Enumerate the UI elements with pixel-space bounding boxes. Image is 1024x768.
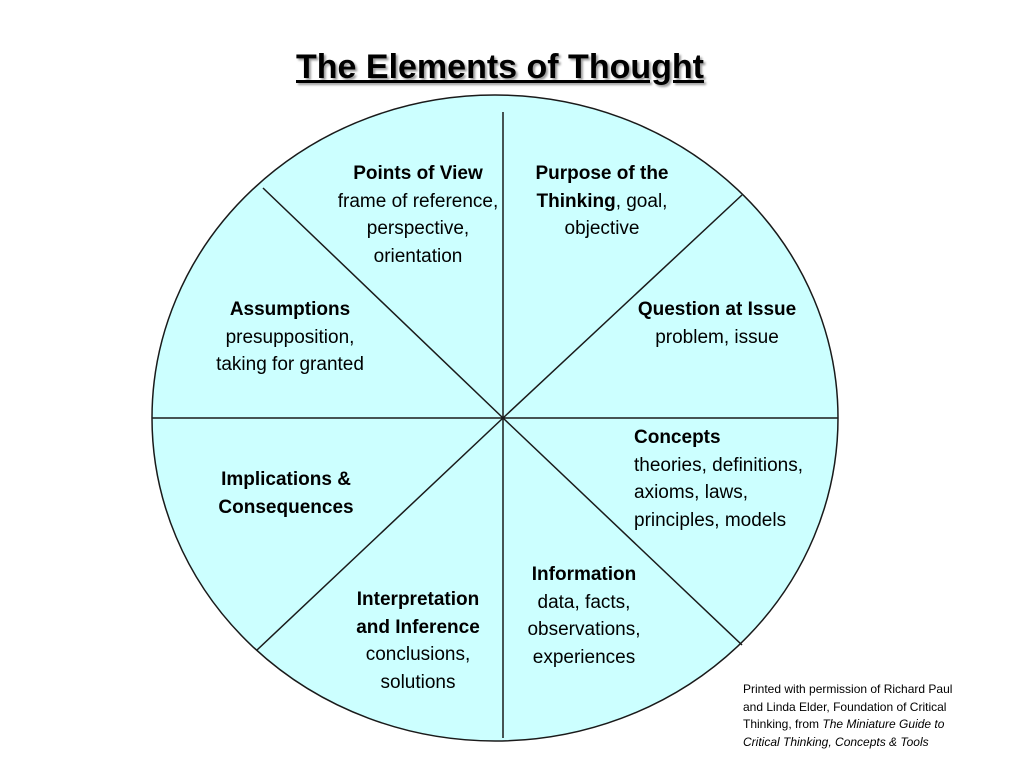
- segment-implications-heading-2: Consequences: [218, 496, 354, 518]
- divider-diagonal-upper-right: [502, 194, 743, 419]
- segment-purpose-heading-2: Thinking: [536, 190, 616, 212]
- credit-line-4-italic: Critical Thinking, Concepts & Tools: [743, 734, 929, 749]
- credit-line-3-text: Thinking, from: [743, 717, 823, 731]
- segment-question-line-1: problem, issue: [655, 326, 779, 348]
- segment-interpretation-heading: Interpretation: [356, 589, 480, 610]
- credit-line-1: Printed with permission of Richard Paul: [743, 682, 953, 696]
- segment-concepts-line-1: theories, definitions,: [634, 454, 803, 476]
- divider-diagonal-upper-left: [262, 187, 504, 419]
- segment-purpose-heading: Purpose of the: [535, 163, 669, 184]
- segment-implications-heading: Implications &: [221, 469, 351, 490]
- segment-purpose-line-2: Thinking, goal,: [512, 188, 692, 216]
- segment-assumptions-heading: Assumptions: [229, 299, 351, 320]
- segment-concepts-line-3: principles, models: [634, 509, 787, 531]
- segment-question-at-issue: Question at Issue problem, issue: [617, 296, 817, 351]
- segment-question-heading: Question at Issue: [637, 299, 797, 320]
- segment-assumptions-line-1: presupposition,: [225, 326, 355, 348]
- segment-points-of-view: Points of View frame of reference, persp…: [318, 160, 518, 270]
- segment-information-line-2: observations,: [527, 619, 641, 640]
- segment-implications: Implications & Consequences: [186, 466, 386, 521]
- permission-credit: Printed with permission of Richard Paul …: [743, 681, 1013, 751]
- segment-interpretation: Interpretation and Inference conclusions…: [318, 586, 518, 696]
- segment-interpretation-line-2: solutions: [380, 671, 456, 693]
- segment-purpose: Purpose of the Thinking, goal, objective: [512, 160, 692, 243]
- segment-points-of-view-line-1: frame of reference,: [337, 190, 499, 212]
- segment-purpose-line-3: objective: [564, 218, 640, 239]
- credit-line-4: Critical Thinking, Concepts & Tools: [743, 734, 1013, 752]
- segment-information-heading: Information: [531, 564, 637, 585]
- segment-information: Information data, facts, observations, e…: [494, 561, 674, 671]
- segment-points-of-view-line-2: perspective,: [366, 218, 470, 239]
- credit-line-2: and Linda Elder, Foundation of Critical: [743, 699, 947, 714]
- segment-purpose-line-2-rest: , goal,: [615, 190, 668, 212]
- segment-concepts-line-2: axioms, laws,: [634, 482, 749, 503]
- credit-line-3-italic: The Miniature Guide to: [822, 717, 945, 731]
- segment-concepts: Concepts theories, definitions, axioms, …: [634, 424, 834, 534]
- segment-concepts-heading: Concepts: [634, 427, 721, 448]
- divider-diagonal-lower-left: [256, 417, 504, 651]
- segment-assumptions: Assumptions presupposition, taking for g…: [190, 296, 390, 379]
- diagram-title: The Elements of Thought: [296, 48, 704, 86]
- segment-information-line-1: data, facts,: [537, 591, 631, 613]
- segment-interpretation-line-1: conclusions,: [365, 644, 471, 665]
- credit-line-3: Thinking, from The Miniature Guide to: [743, 716, 1013, 734]
- segment-information-line-3: experiences: [532, 646, 636, 668]
- divider-diagonal-lower-right: [502, 417, 743, 646]
- segment-interpretation-heading-2: and Inference: [356, 616, 480, 638]
- segment-assumptions-line-2: taking for granted: [216, 354, 364, 375]
- segment-points-of-view-heading: Points of View: [353, 163, 483, 184]
- segment-points-of-view-line-3: orientation: [373, 245, 463, 267]
